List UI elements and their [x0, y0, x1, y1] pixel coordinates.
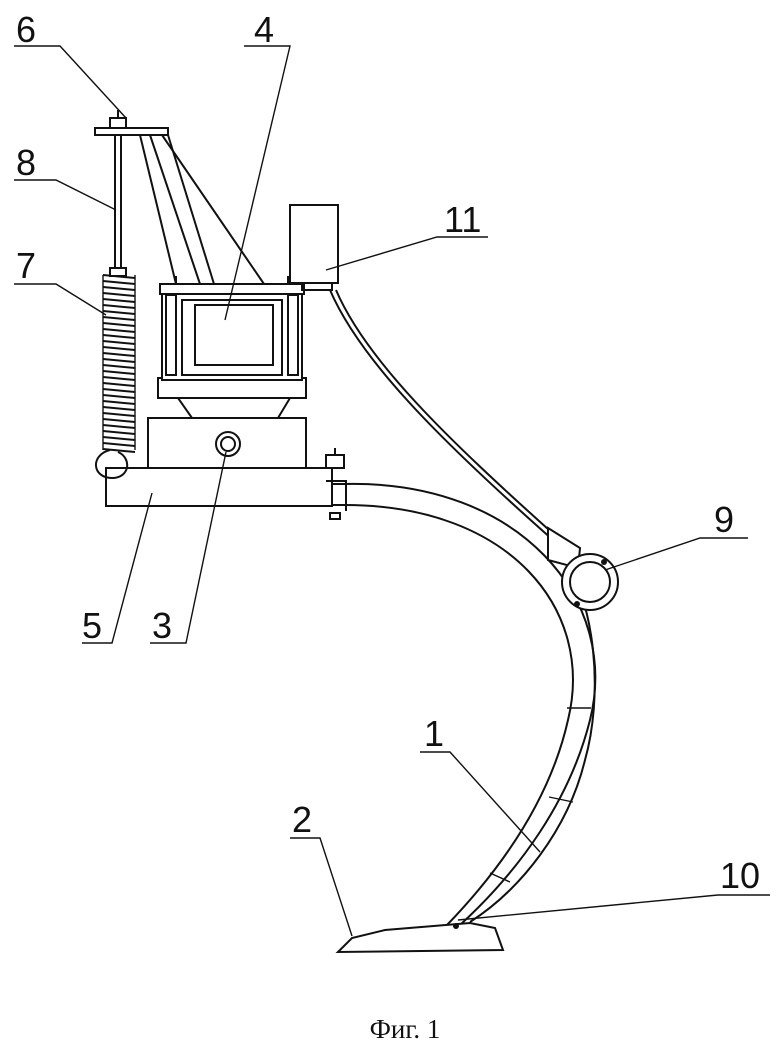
mount-block — [148, 418, 306, 468]
label-6: 6 — [16, 9, 36, 50]
label-1: 1 — [424, 713, 444, 754]
label-5: 5 — [82, 605, 102, 646]
label-4: 4 — [254, 9, 274, 50]
figure-caption: Фиг. 1 — [370, 1014, 441, 1044]
share-point — [338, 923, 503, 952]
label-10: 10 — [720, 855, 760, 896]
label-7: 7 — [16, 245, 36, 286]
label-2: 2 — [292, 799, 312, 840]
part-labels: 6 4 8 11 7 9 5 3 1 2 10 — [16, 9, 760, 896]
label-9: 9 — [714, 499, 734, 540]
label-11: 11 — [444, 199, 481, 240]
bracket-rod — [95, 110, 264, 284]
label-8: 8 — [16, 142, 36, 183]
label-3: 3 — [152, 605, 172, 646]
spring — [96, 268, 135, 478]
sensor-housing — [158, 276, 306, 418]
